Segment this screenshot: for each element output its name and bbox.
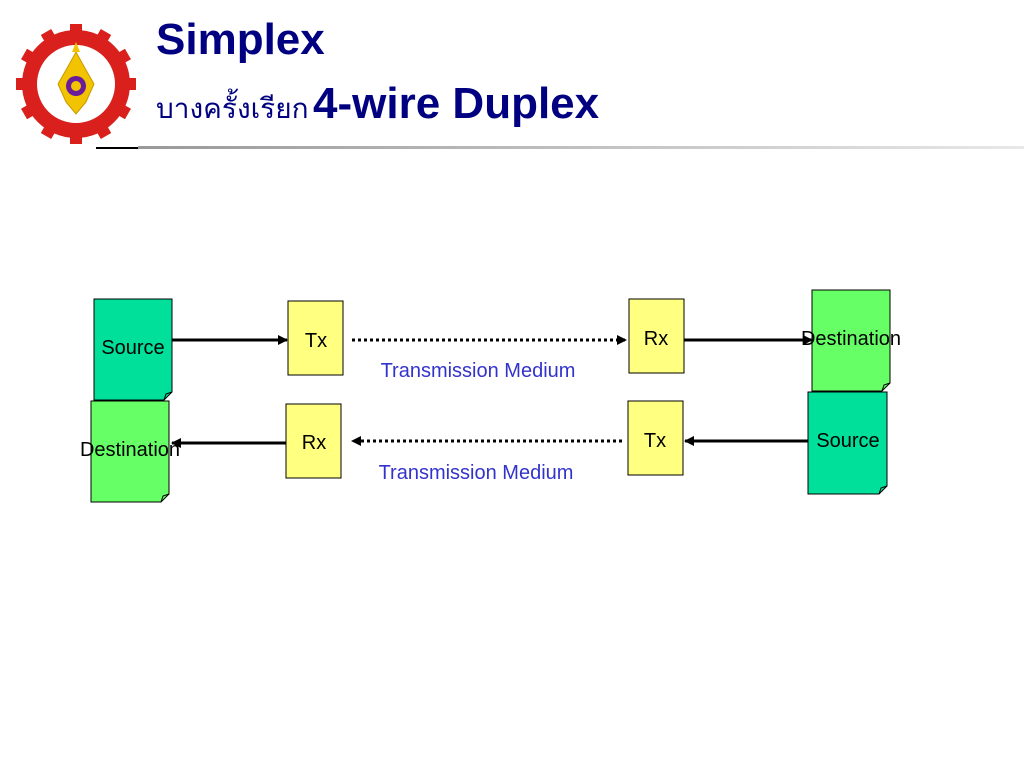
top-source-document: Source xyxy=(93,298,173,401)
top-rx-box: Rx xyxy=(628,298,685,374)
bottom-tx-label: Tx xyxy=(644,430,666,452)
top-source-label: Source xyxy=(101,337,164,359)
top-transmission-medium-label: Transmission Medium xyxy=(381,360,576,382)
title-rule xyxy=(138,146,1024,149)
bottom-destination-document xyxy=(90,400,170,503)
title-rule-accent xyxy=(96,147,138,149)
bottom-destination-label: Destination xyxy=(80,439,180,461)
slide-subtitle: บางครั้งเรียก 4-wire Duplex xyxy=(156,79,600,128)
top-tx-box: Tx xyxy=(287,300,344,376)
top-tx-label: Tx xyxy=(305,330,327,352)
subtitle-thai-text: บางครั้งเรียก xyxy=(156,92,309,125)
bottom-rx-label: Rx xyxy=(302,432,326,454)
top-rx-label: Rx xyxy=(644,328,668,350)
subtitle-main-text: 4-wire Duplex xyxy=(313,79,600,128)
bottom-rx-box: Rx xyxy=(285,403,342,479)
faculty-seal-logo xyxy=(16,24,136,144)
top-destination-label: Destination xyxy=(801,328,901,350)
slide-title: Simplex xyxy=(156,15,325,64)
bottom-tx-box: Tx xyxy=(627,400,684,476)
bottom-source-label: Source xyxy=(816,430,879,452)
bottom-transmission-medium-label: Transmission Medium xyxy=(379,462,574,484)
bottom-source-document: Source xyxy=(807,391,888,495)
top-destination-document: Destination xyxy=(801,289,901,392)
